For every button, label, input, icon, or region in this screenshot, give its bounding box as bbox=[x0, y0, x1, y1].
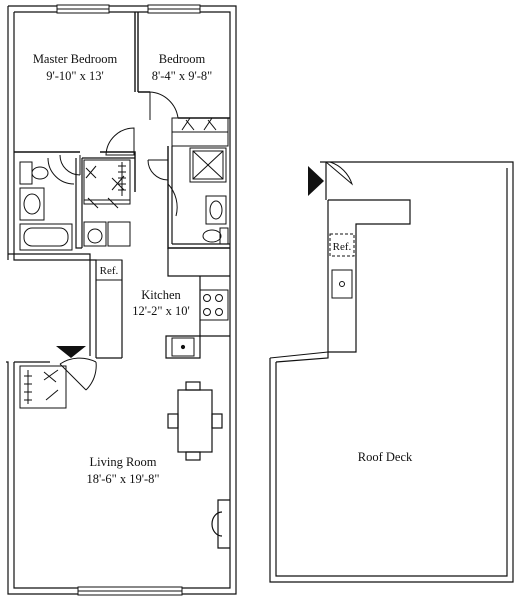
fridge-label: Ref. bbox=[100, 265, 119, 277]
door-swing bbox=[47, 157, 75, 185]
dryer bbox=[107, 221, 131, 247]
door-swing bbox=[167, 183, 178, 217]
toilet bbox=[19, 161, 49, 185]
room-dimensions-kitchen: 12'-2" x 10' bbox=[132, 304, 190, 318]
room-label-bedroom: Bedroom bbox=[159, 52, 206, 66]
bedroom-bottom-wall bbox=[138, 91, 230, 119]
door-swing bbox=[59, 154, 81, 176]
entry-arrow-icon bbox=[308, 166, 324, 196]
bottom-window bbox=[77, 586, 183, 596]
door-swing bbox=[105, 127, 135, 156]
kitchen-counter bbox=[165, 248, 230, 359]
fridge bbox=[95, 259, 123, 281]
roof-deck-plan bbox=[269, 161, 514, 583]
roof-inner-wall bbox=[275, 168, 508, 577]
entry-door-swing bbox=[59, 357, 97, 365]
room-dimensions-living-room: 18'-6" x 19'-8" bbox=[86, 472, 159, 486]
room-label-living-room: Living Room bbox=[89, 455, 156, 469]
apartment-plan bbox=[6, 4, 237, 596]
door-swing bbox=[325, 161, 354, 186]
roof-fridge bbox=[329, 233, 355, 257]
bathtub bbox=[19, 223, 73, 251]
room-label-roof-deck: Roof Deck bbox=[358, 450, 413, 464]
sink bbox=[205, 195, 227, 225]
sink bbox=[19, 187, 45, 221]
toilet bbox=[202, 227, 229, 245]
roof-outer-wall bbox=[269, 161, 514, 583]
room-dimensions-master-bedroom: 9'-10" x 13' bbox=[46, 69, 104, 83]
room-label-kitchen: Kitchen bbox=[141, 288, 181, 302]
bedroom-lower-wall bbox=[8, 253, 97, 358]
entry-closet bbox=[19, 365, 67, 409]
kitchen-sink bbox=[171, 337, 195, 357]
shower bbox=[189, 147, 227, 183]
bedroom-closet bbox=[171, 117, 229, 147]
fireplace bbox=[211, 499, 230, 549]
room-label-master-bedroom: Master Bedroom bbox=[33, 52, 118, 66]
dining-table bbox=[167, 381, 223, 461]
entry-arrow-icon bbox=[56, 346, 86, 358]
second-bath-wall bbox=[167, 146, 230, 249]
roof-sink bbox=[331, 269, 353, 299]
roof-fridge-label: Ref. bbox=[333, 241, 352, 253]
roof-counter bbox=[328, 199, 411, 353]
bedroom-lower-wall-2 bbox=[14, 253, 91, 356]
hall-closet-rod bbox=[118, 162, 126, 196]
outer-wall bbox=[6, 5, 237, 595]
master-bath-wall bbox=[14, 151, 136, 192]
stove bbox=[199, 289, 229, 321]
top-windows bbox=[56, 4, 201, 14]
room-dimensions-bedroom: 8'-4" x 9'-8" bbox=[152, 69, 213, 83]
washer bbox=[83, 221, 107, 247]
